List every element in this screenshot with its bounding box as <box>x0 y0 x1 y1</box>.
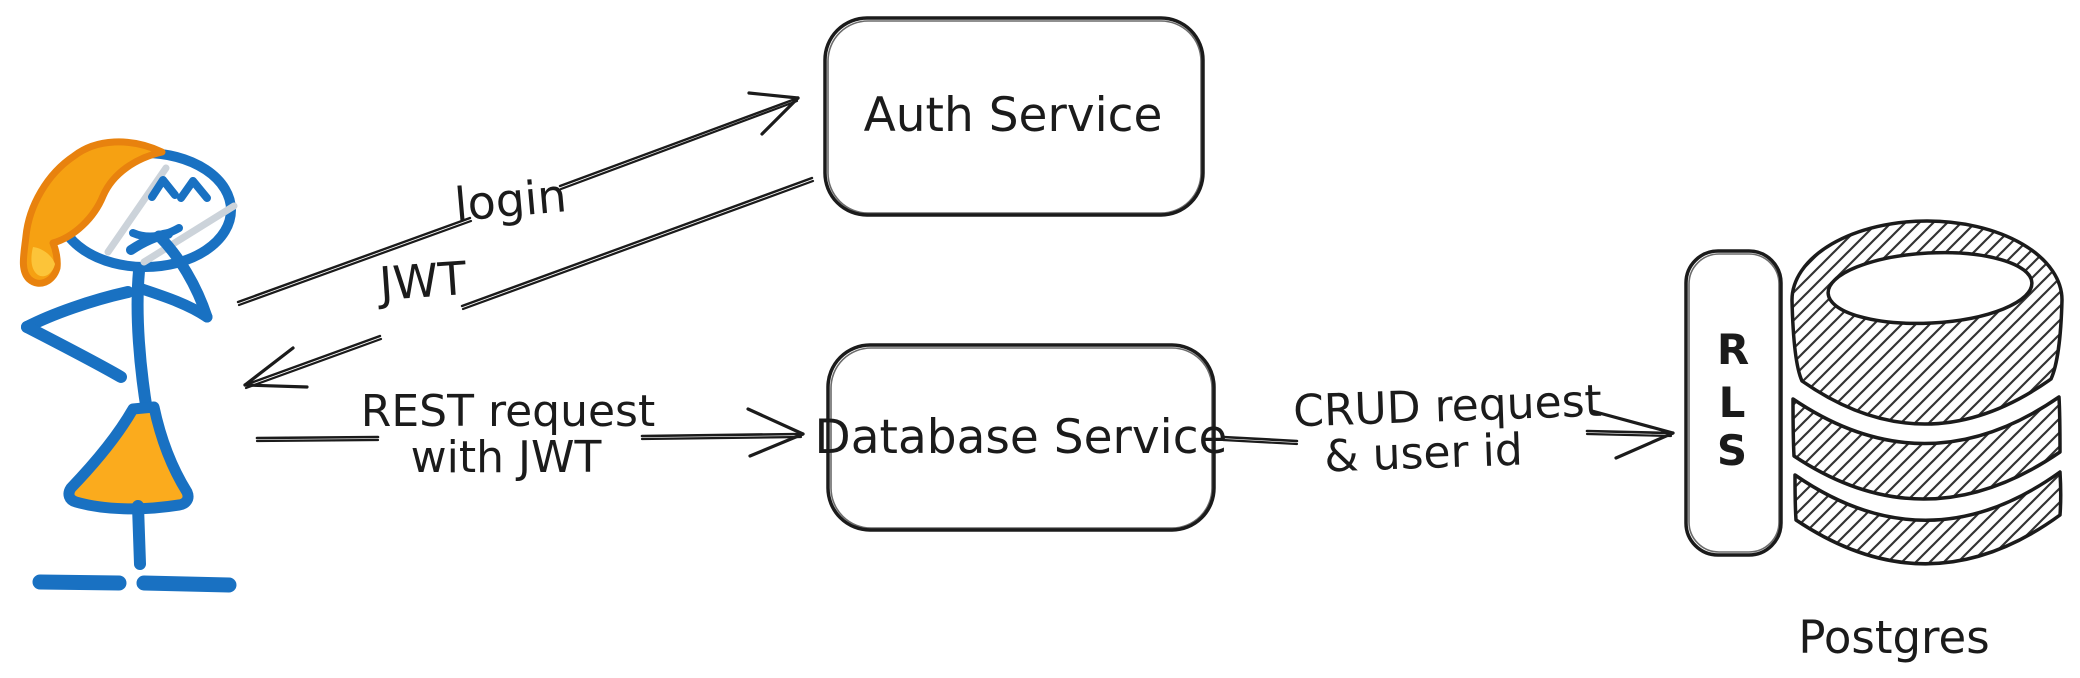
figure-torso <box>131 265 153 417</box>
jwt-arrow <box>243 176 815 390</box>
auth-service-label: Auth Service <box>864 88 1163 143</box>
database-top-opening <box>1826 250 2034 326</box>
figure-feet <box>32 574 237 593</box>
rls-letter-s: S <box>1717 426 1747 475</box>
rest-request-arrowhead <box>746 407 805 458</box>
login-arrowhead <box>747 91 800 136</box>
jwt-arrowhead <box>243 346 309 389</box>
crud-label-line2: & user id <box>1323 425 1523 483</box>
rls-box: R L S <box>1684 249 1783 557</box>
crud-label-line1: CRUD request <box>1292 376 1602 438</box>
login-arrow <box>236 91 800 307</box>
rest-request-label-line1: REST request <box>361 386 655 437</box>
rest-request-label-line2: with JWT <box>411 432 602 483</box>
figure-dress <box>63 401 194 515</box>
figure-legs <box>132 500 146 570</box>
database-tier-bottom <box>1793 470 2063 566</box>
login-label: login <box>452 168 568 232</box>
auth-service-box: Auth Service <box>823 16 1205 217</box>
crud-arrowhead <box>1590 409 1675 460</box>
figure-left-arm <box>21 286 134 383</box>
figure-forearm <box>153 230 213 323</box>
figure-hair-highlight <box>31 247 55 277</box>
database-service-box: Database Service <box>815 343 1228 532</box>
user-figure <box>19 138 238 593</box>
rls-letter-r: R <box>1717 325 1749 374</box>
postgres-database-icon <box>1790 219 2064 566</box>
rls-letter-l: L <box>1719 378 1746 427</box>
crud-arrow <box>1221 409 1675 460</box>
figure-face-glare-lines <box>104 164 238 266</box>
figure-eyes <box>148 176 211 202</box>
database-tier-middle <box>1791 395 2062 501</box>
rest-request-arrow <box>255 407 805 458</box>
jwt-label: JWT <box>375 251 470 311</box>
figure-hair <box>19 138 166 287</box>
figure-upper-arm <box>136 283 213 323</box>
database-service-label: Database Service <box>815 410 1228 465</box>
postgres-label: Postgres <box>1798 611 1989 664</box>
